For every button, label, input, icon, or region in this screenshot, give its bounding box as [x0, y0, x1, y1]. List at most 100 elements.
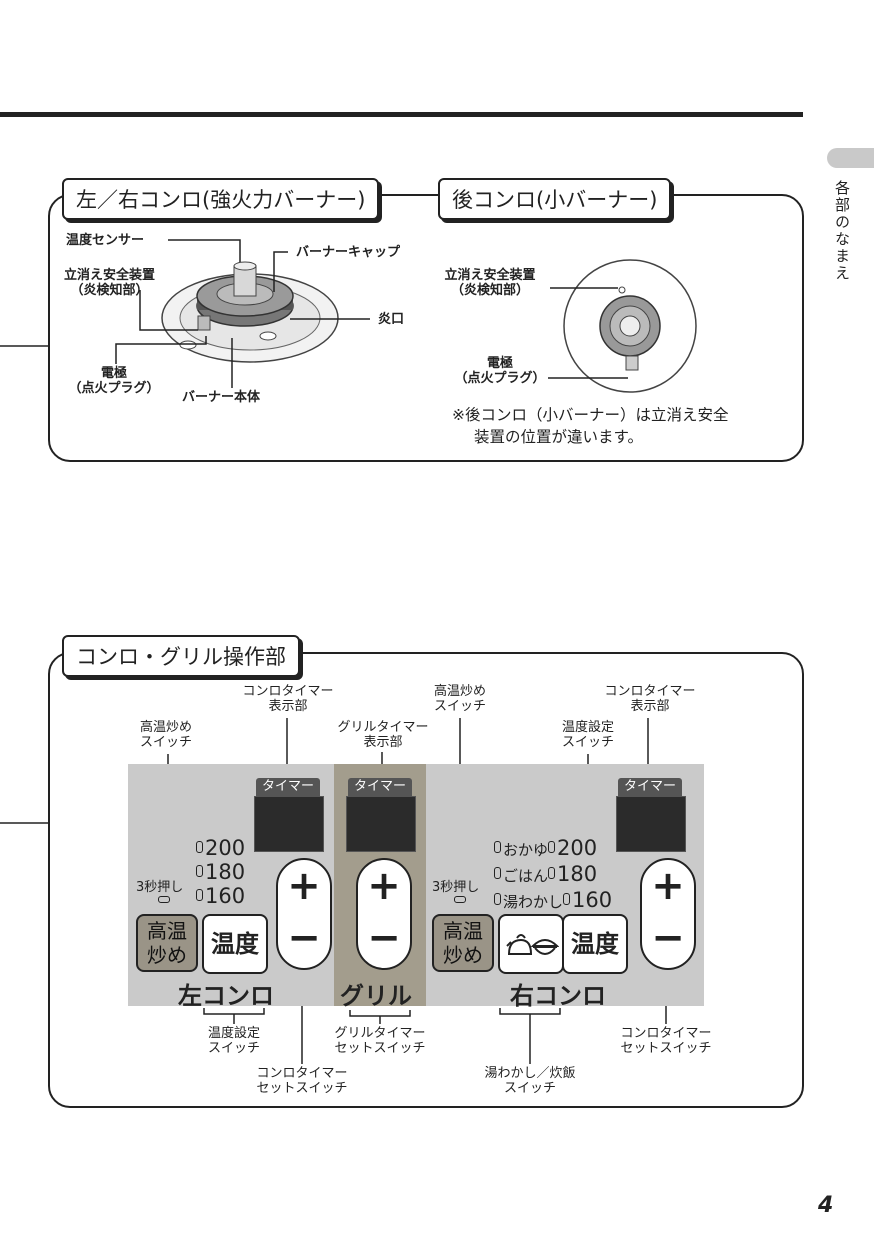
label-electrode-line1: 電極: [100, 366, 127, 381]
level-indicator: [494, 867, 501, 879]
button-line: 高温: [443, 919, 483, 943]
section-label: 各部のなまえ: [833, 180, 851, 282]
level-indicator: [494, 893, 501, 905]
level-value: 160: [205, 884, 246, 908]
grill-timer-display: [346, 796, 416, 852]
level-indicator: [494, 841, 501, 853]
left-timer-minus-button[interactable]: −: [287, 915, 321, 961]
left-level-180: 180: [196, 860, 245, 884]
rear-burner-illustration: [563, 259, 697, 393]
left-zone-label: 左コンロ: [178, 982, 274, 1010]
left-level-160: 160: [196, 884, 245, 908]
callout-line: セットスイッチ: [334, 1041, 426, 1056]
callout-line: セットスイッチ: [256, 1081, 348, 1096]
level-indicator: [548, 867, 556, 879]
kettle-rice-icon: [506, 934, 560, 955]
callout-hot-switch-left: 高温炒め スイッチ: [126, 720, 206, 750]
level-value: 200: [205, 836, 246, 860]
level-indicator: [563, 893, 571, 905]
label-temp-sensor: 温度センサー: [66, 233, 145, 248]
label-burner-body: バーナー本体: [182, 390, 261, 405]
label-safety-device-line1: 立消え安全装置: [64, 268, 156, 283]
mode-label: 湯わかし: [503, 893, 564, 911]
callout-line: コンロタイマー: [620, 1026, 712, 1041]
note-line2: 装置の位置が違います。: [474, 428, 643, 446]
right-temp-button[interactable]: 温度: [562, 914, 628, 974]
label-electrode-line2: （点火プラグ）: [68, 381, 160, 396]
konro-timer-display-left: [254, 796, 324, 852]
grill-timer-tab: タイマー: [348, 778, 412, 796]
callout-line: 高温炒め: [433, 684, 486, 699]
callout-line: グリルタイマー: [334, 1026, 426, 1041]
level-value: 180: [205, 860, 246, 884]
left-press-label: 3秒押し: [136, 880, 184, 895]
label-rear-safety: 立消え安全装置 （炎検知部）: [432, 268, 548, 298]
konro-timer-tab-right: タイマー: [618, 778, 682, 796]
callout-line: コンロタイマー: [242, 684, 334, 699]
callout-line: スイッチ: [207, 1041, 260, 1056]
burner-title-main: 左／右コンロ(強火力バーナー): [62, 178, 380, 220]
callout-line: 表示部: [363, 735, 403, 750]
note-line1: ※後コンロ（小バーナー）は立消え安全: [452, 406, 729, 424]
left-timer-plus-minus: + −: [276, 858, 332, 970]
left-level-200: 200: [196, 836, 245, 860]
rear-burner-note: ※後コンロ（小バーナー）は立消え安全 装置の位置が違います。: [452, 404, 729, 448]
callout-line: コンロタイマー: [256, 1066, 348, 1081]
left-timer-plus-button[interactable]: +: [287, 863, 321, 909]
label-flame-port: 炎口: [378, 312, 405, 327]
callout-hot-switch-right: 高温炒め スイッチ: [420, 684, 500, 714]
button-line: 炒め: [443, 943, 483, 967]
callout-grill-timer-set: グリルタイマー セットスイッチ: [322, 1026, 438, 1056]
right-timer-plus-minus: + −: [640, 858, 696, 970]
level-value: 200: [557, 836, 598, 860]
level-value: 160: [572, 888, 613, 912]
callout-konro-timer-display-right: コンロタイマー 表示部: [590, 684, 710, 714]
grill-timer-plus-minus: + −: [356, 858, 412, 970]
button-line: 炒め: [147, 943, 187, 967]
right-level-row-3: 湯わかし 160: [494, 888, 612, 914]
label-safety-device-line2: （炎検知部）: [70, 283, 149, 298]
grill-timer-minus-button[interactable]: −: [367, 915, 401, 961]
level-indicator: [196, 889, 203, 901]
level-indicator: [548, 841, 556, 853]
label-rear-safety-line2: （炎検知部）: [450, 283, 529, 298]
callout-line: セットスイッチ: [620, 1041, 712, 1056]
right-timer-plus-button[interactable]: +: [651, 863, 685, 909]
label-rear-safety-line1: 立消え安全装置: [444, 268, 536, 283]
right-press-label: 3秒押し: [432, 880, 480, 895]
callout-line: スイッチ: [561, 735, 614, 750]
left-temp-button[interactable]: 温度: [202, 914, 268, 974]
level-value: 180: [557, 862, 598, 886]
callout-line: 表示部: [630, 699, 670, 714]
burner-frame: [48, 194, 804, 462]
callout-line: スイッチ: [139, 735, 192, 750]
right-hot-indicator: [454, 896, 466, 903]
callout-temp-switch-right: 温度設定 スイッチ: [548, 720, 628, 750]
callout-konro-timer-display-left: コンロタイマー 表示部: [228, 684, 348, 714]
callout-line: スイッチ: [503, 1081, 556, 1096]
grill-timer-plus-button[interactable]: +: [367, 863, 401, 909]
callout-line: 表示部: [268, 699, 308, 714]
right-timer-minus-button[interactable]: −: [651, 915, 685, 961]
page-number: 4: [818, 1193, 834, 1218]
label-burner-cap: バーナーキャップ: [296, 245, 401, 260]
left-level-list: 200 180 160: [196, 836, 245, 908]
button-line: 高温: [147, 919, 187, 943]
panel-frame: [48, 652, 804, 1108]
callout-line: コンロタイマー: [604, 684, 696, 699]
callout-kettle-switch: 湯わかし／炊飯 スイッチ: [470, 1066, 590, 1096]
callout-line: 温度設定: [207, 1026, 260, 1041]
label-rear-electrode-line2: （点火プラグ）: [454, 371, 546, 386]
left-hot-stir-fry-button[interactable]: 高温 炒め: [136, 914, 198, 972]
burner-title-rear: 後コンロ(小バーナー): [438, 178, 672, 220]
label-rear-electrode: 電極 （点火プラグ）: [450, 356, 550, 386]
label-rear-electrode-line1: 電極: [486, 356, 513, 371]
right-hot-stir-fry-button[interactable]: 高温 炒め: [432, 914, 494, 972]
kettle-rice-button[interactable]: [498, 914, 564, 974]
label-electrode: 電極 （点火プラグ）: [64, 366, 164, 396]
callout-konro-timer-set-right: コンロタイマー セットスイッチ: [606, 1026, 726, 1056]
panel-title: コンロ・グリル操作部: [62, 635, 300, 677]
